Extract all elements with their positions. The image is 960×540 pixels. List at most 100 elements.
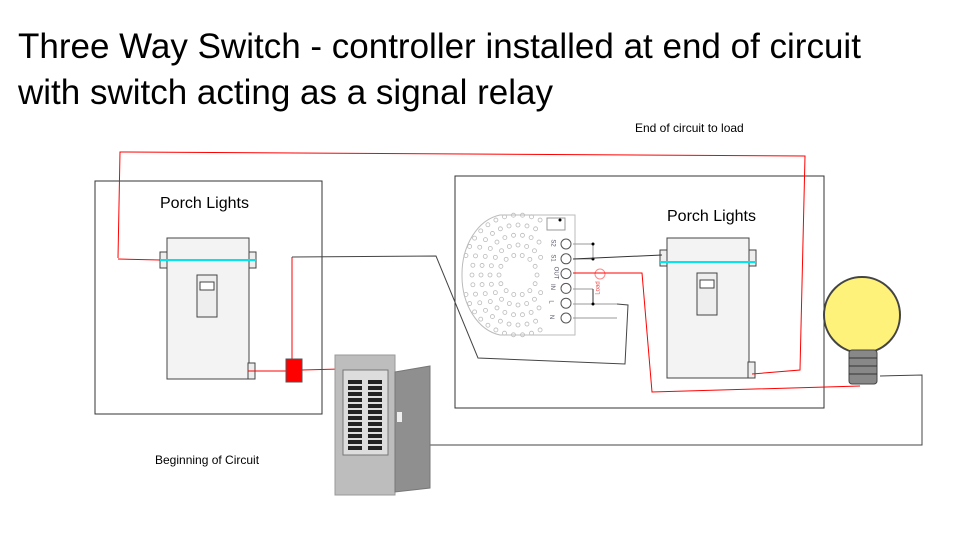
module-dot [534,272,540,278]
module-dot [533,226,539,232]
left-switch [159,237,257,380]
module-dot [511,253,517,258]
breaker [368,428,382,432]
module-dot [492,290,498,296]
module-dot [478,272,484,278]
module-dot [498,281,504,287]
breaker [348,434,362,438]
module-dot [483,307,488,313]
load-label: Load [595,281,602,295]
module-dot [520,312,525,318]
module-dot [533,318,539,324]
module-dot [519,292,525,297]
module-dot [488,263,494,269]
module-dot [532,248,537,254]
module-dot [511,332,516,338]
breaker [368,416,382,420]
right-junction-box [454,175,825,409]
module-dot [502,310,508,315]
module-dot [520,212,525,218]
terminal-screw [560,312,572,324]
breaker [368,422,382,426]
traveler-wire [291,255,629,365]
breaker [368,404,382,408]
module-dot [493,217,499,223]
module-dot [482,254,488,259]
module-dot [473,291,478,297]
module-dot [497,226,503,232]
terminal-label: OUT [552,266,559,279]
module-dot [511,232,516,238]
module-dot [537,217,543,223]
beginning-of-circuit-label: Beginning of Circuit [155,453,260,467]
neutral-wire [430,374,923,446]
wire-nut [285,358,303,383]
module-dot [524,301,530,306]
terminal-label: IN [549,284,555,291]
hot-wire-to-panel [301,368,341,371]
module-dot [515,322,521,328]
module-dot [470,262,476,268]
module-dot [492,254,498,260]
breaker [348,428,362,432]
module-dot [477,244,483,250]
module-dot [506,223,512,229]
module-dot [496,272,502,278]
module-dot [515,242,521,248]
module-dot [499,248,504,254]
module-dot [538,290,544,296]
breaker [368,410,382,414]
module-dot [463,253,469,258]
module-dot [482,291,488,296]
module-dot [527,288,533,294]
module-dot [472,235,477,241]
module-dot [524,321,530,327]
controller-module [461,212,617,338]
breaker [368,446,382,450]
module-dot [502,235,508,240]
module-dot [536,305,542,311]
module-dot [532,263,538,269]
module-dot [502,330,507,336]
module-dot [478,228,484,234]
terminal-label: S2 [549,239,556,247]
module-dot [527,256,533,262]
module-dot [479,263,485,268]
end-of-circuit-label: End of circuit to load [635,121,744,135]
breaker [348,392,362,396]
module-dot [529,330,534,336]
module-dot [490,314,495,319]
module-dot [532,296,537,302]
module-dot [537,327,543,333]
module-dot [487,246,493,251]
light-bulb-icon [823,276,901,385]
module-dot [485,322,491,328]
terminal-screw [560,238,572,250]
module-dot [536,239,542,245]
module-dot [493,327,499,333]
breaker [348,380,362,384]
module-dot [498,263,504,269]
breaker [368,440,382,444]
terminal-label: S1 [549,254,556,262]
breaker [348,422,362,426]
module-dot [519,253,525,258]
module-dot [528,235,534,240]
module-dot [503,288,509,294]
hot-wire-left-switch [117,258,161,261]
module-dot [538,254,544,260]
module-dot [485,222,491,228]
module-dot [502,214,507,220]
module-dot [490,231,495,236]
module-dot [506,301,512,306]
slide-title: Three Way Switch - controller installed … [18,27,861,112]
module-dot [470,282,476,288]
module-dot [469,272,475,278]
module-dot [524,223,530,229]
module-dot [487,272,493,278]
module-dot [520,232,525,238]
module-dot [506,244,512,249]
module-dot [524,244,530,249]
terminal-label: N [548,314,555,320]
